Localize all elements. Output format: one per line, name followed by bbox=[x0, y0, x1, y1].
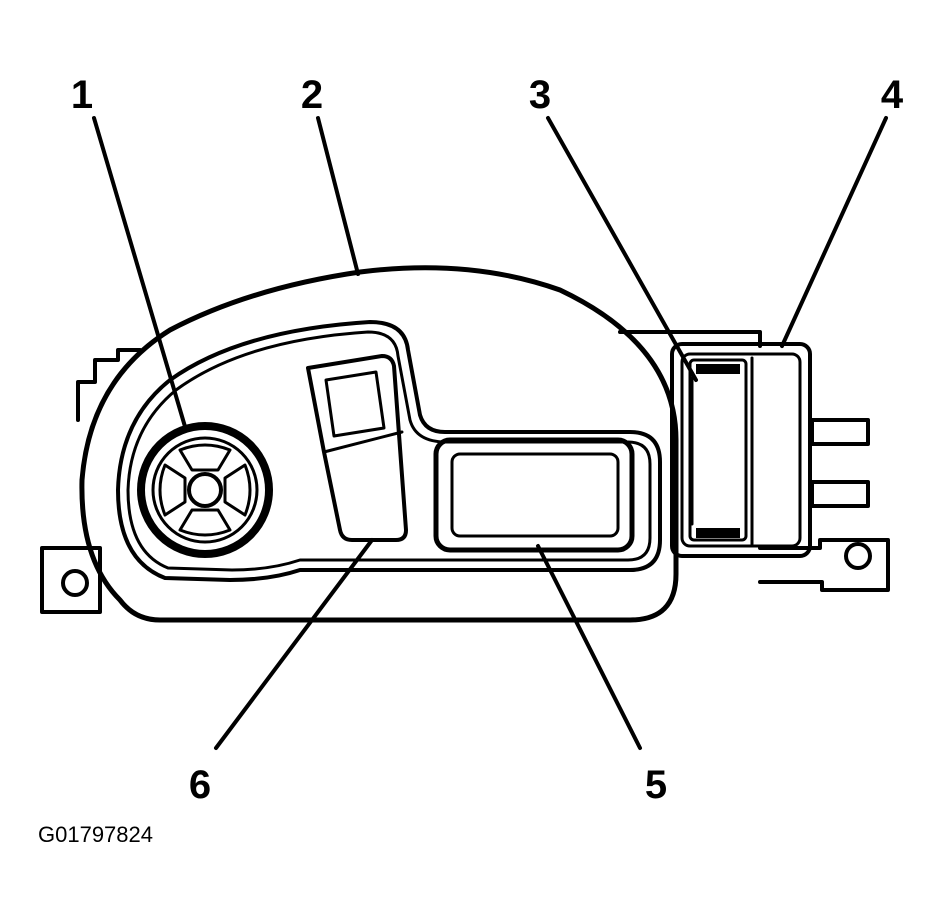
callout-6: 6 bbox=[189, 763, 211, 807]
leader-line-1 bbox=[92, 116, 188, 432]
leader-line-5 bbox=[536, 544, 642, 750]
connector-latch bbox=[688, 358, 748, 542]
leader-lines bbox=[92, 116, 888, 750]
callout-1: 1 bbox=[71, 73, 93, 117]
push-button bbox=[306, 354, 408, 542]
leader-line-3 bbox=[546, 116, 698, 382]
mounting-base-plate bbox=[40, 330, 890, 614]
rotary-knob bbox=[137, 422, 273, 558]
callout-4: 4 bbox=[881, 73, 904, 117]
connector-housing bbox=[670, 342, 812, 558]
leader-line-2 bbox=[316, 116, 360, 276]
leader-line-4 bbox=[780, 116, 888, 348]
figure-id: G01797824 bbox=[38, 822, 153, 847]
main-housing bbox=[79, 265, 679, 623]
connector-pins bbox=[810, 418, 870, 508]
display-window bbox=[433, 437, 635, 553]
callout-5: 5 bbox=[645, 763, 667, 807]
callout-labels: 1 2 3 4 5 6 bbox=[71, 73, 904, 807]
leader-line-6 bbox=[214, 538, 374, 750]
callout-3: 3 bbox=[529, 73, 551, 117]
callout-2: 2 bbox=[301, 73, 323, 117]
